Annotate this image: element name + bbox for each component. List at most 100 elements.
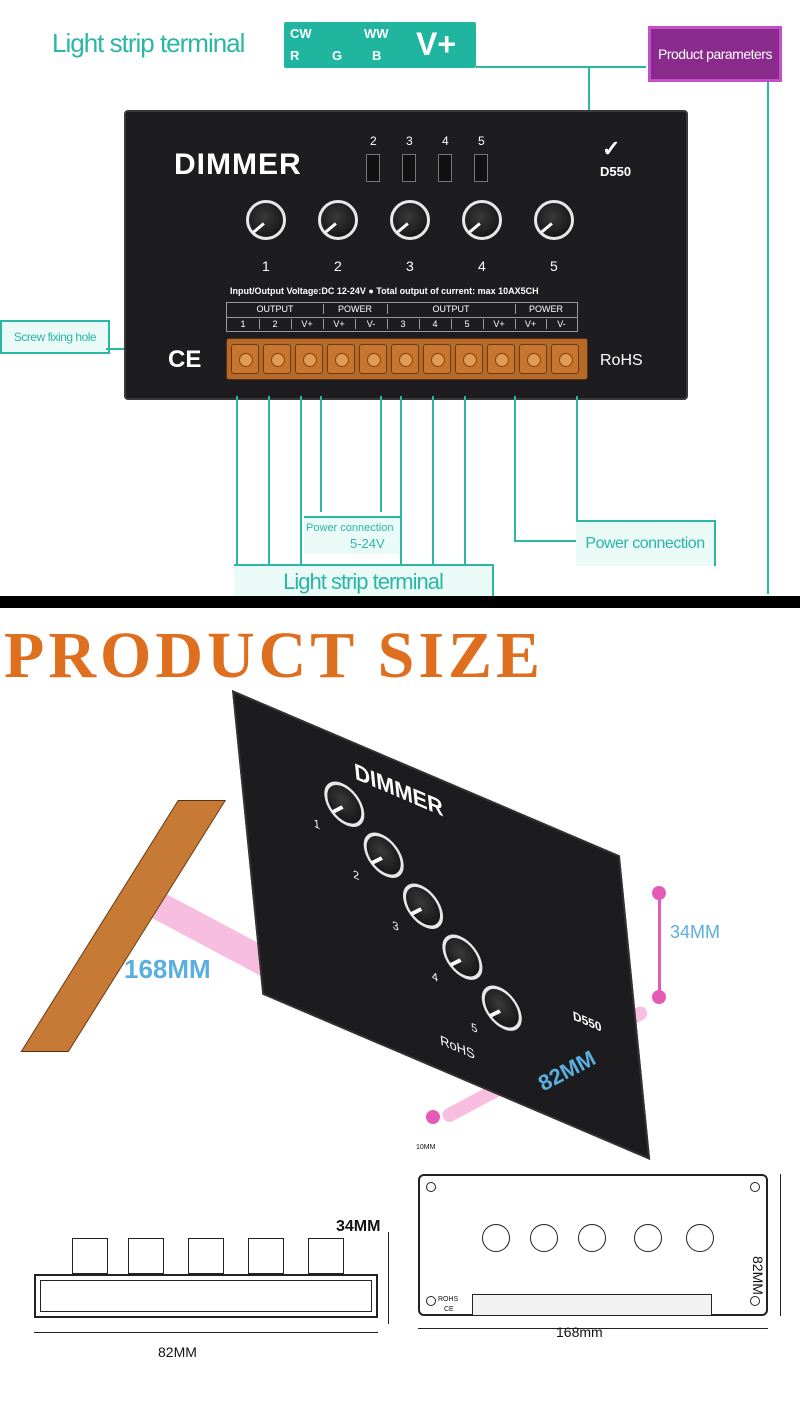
knob-2[interactable] [318, 200, 358, 240]
front-hole [750, 1296, 760, 1306]
terminal-label: V- [557, 319, 566, 329]
iso-knob-number: 4 [431, 970, 439, 986]
knob-4[interactable] [462, 200, 502, 240]
side-body-inner [40, 1280, 372, 1312]
side-knob [308, 1238, 344, 1274]
logo-mark: ✓ [602, 136, 621, 161]
front-knob-hole [686, 1224, 714, 1252]
screw-hole-line [106, 348, 136, 350]
corner-dot [426, 1110, 440, 1124]
terminal-screw[interactable] [519, 344, 547, 374]
terminal-screw[interactable] [295, 344, 323, 374]
terminal-label: V+ [483, 319, 516, 329]
terminal-screw[interactable] [423, 344, 451, 374]
iso-device: DIMMER D550 CE RoHS 1 2 3 4 5 [162, 690, 651, 1160]
front-view: 10MM ROHS CE 82MM 168mm [414, 1144, 794, 1344]
label-r: R [290, 48, 300, 63]
knob-3[interactable] [390, 200, 430, 240]
switch-label-5: 5 [478, 134, 485, 148]
iso-knob-2[interactable] [361, 825, 406, 885]
side-body [34, 1274, 378, 1318]
iso-model: D550 [572, 1008, 603, 1035]
group-output-1: OUTPUT [227, 304, 324, 314]
power-voltage: 5-24V [350, 536, 385, 551]
leader-line [236, 396, 238, 566]
side-knob [188, 1238, 224, 1274]
front-ce: CE [444, 1306, 454, 1313]
leader-line [464, 396, 466, 566]
label-b: B [372, 48, 382, 63]
terminal-label: V+ [323, 319, 356, 329]
iso-rohs: RoHS [439, 1031, 476, 1063]
terminal-screw[interactable] [487, 344, 515, 374]
iso-knob-3[interactable] [401, 876, 446, 936]
front-height-line [780, 1174, 781, 1316]
dimmer-device: DIMMER ✓ D550 2 3 4 5 1 2 3 4 5 Input/Ou… [124, 110, 688, 400]
terminal-screw[interactable] [455, 344, 483, 374]
power-connection-small-text: Power connection [306, 522, 394, 534]
iso-knob-5[interactable] [479, 978, 524, 1038]
switch-label-4: 4 [442, 134, 449, 148]
terminal-screw[interactable] [327, 344, 355, 374]
terminal-screw[interactable] [551, 344, 579, 374]
terminal-label: 4 [419, 319, 452, 329]
dip-switch-2[interactable] [366, 154, 380, 182]
rohs-mark: RoHS [600, 352, 643, 369]
iso-knob-4[interactable] [440, 927, 485, 987]
knob-number-3: 3 [406, 258, 414, 274]
leader-line [514, 540, 578, 542]
label-vplus: V+ [416, 26, 457, 62]
label-g: G [332, 48, 343, 63]
side-height-label: 34MM [336, 1218, 381, 1235]
knob-number-4: 4 [478, 258, 486, 274]
knob-5[interactable] [534, 200, 574, 240]
terminal-label: 1 [227, 319, 260, 329]
dip-switch-3[interactable] [402, 154, 416, 182]
leader-line [432, 396, 434, 566]
terminal-screw[interactable] [391, 344, 419, 374]
front-knob-hole [482, 1224, 510, 1252]
iso-brand: DIMMER [353, 757, 445, 822]
brand-text: DIMMER [174, 148, 302, 181]
leader-line [320, 396, 322, 512]
side-height-line [388, 1232, 389, 1324]
front-hole [426, 1182, 436, 1192]
dip-switch-4[interactable] [438, 154, 452, 182]
label-cw: CW [290, 26, 312, 41]
terminal-label: V+ [515, 319, 547, 329]
terminal-label: 2 [259, 319, 292, 329]
terminal-block [226, 338, 588, 380]
product-parameters-badge: Product parameters [648, 26, 782, 82]
dip-switch-5[interactable] [474, 154, 488, 182]
terminal-screw[interactable] [263, 344, 291, 374]
side-width-label: 82MM [158, 1344, 197, 1360]
front-hole [426, 1296, 436, 1306]
title-left: Light strip terminal [52, 28, 245, 58]
right-guide [767, 82, 769, 594]
front-terminal-strip [472, 1294, 712, 1316]
terminal-label: 3 [387, 319, 420, 329]
knob-1[interactable] [246, 200, 286, 240]
front-ten-label: 10MM [416, 1144, 436, 1151]
switch-label-2: 2 [370, 134, 377, 148]
terminal-label: V- [355, 319, 388, 329]
side-width-line [34, 1332, 378, 1333]
front-width-line [418, 1328, 768, 1329]
front-rohs: ROHS [438, 1296, 459, 1303]
leader-line [300, 396, 302, 566]
terminal-label: 5 [451, 319, 484, 329]
switch-label-3: 3 [406, 134, 413, 148]
knob-number-5: 5 [550, 258, 558, 274]
terminal-screw[interactable] [359, 344, 387, 374]
height-dot-bottom [652, 990, 666, 1004]
front-width-label: 168mm [556, 1324, 603, 1340]
ce-mark: CE [168, 346, 202, 373]
side-knob [128, 1238, 164, 1274]
height-indicator [658, 894, 661, 998]
front-knob-hole [634, 1224, 662, 1252]
light-strip-bottom: Light strip terminal [234, 564, 494, 598]
group-output-2: OUTPUT [387, 304, 516, 314]
front-height-label: 82MM [750, 1256, 766, 1295]
terminal-screw[interactable] [231, 344, 259, 374]
front-knob-hole [578, 1224, 606, 1252]
